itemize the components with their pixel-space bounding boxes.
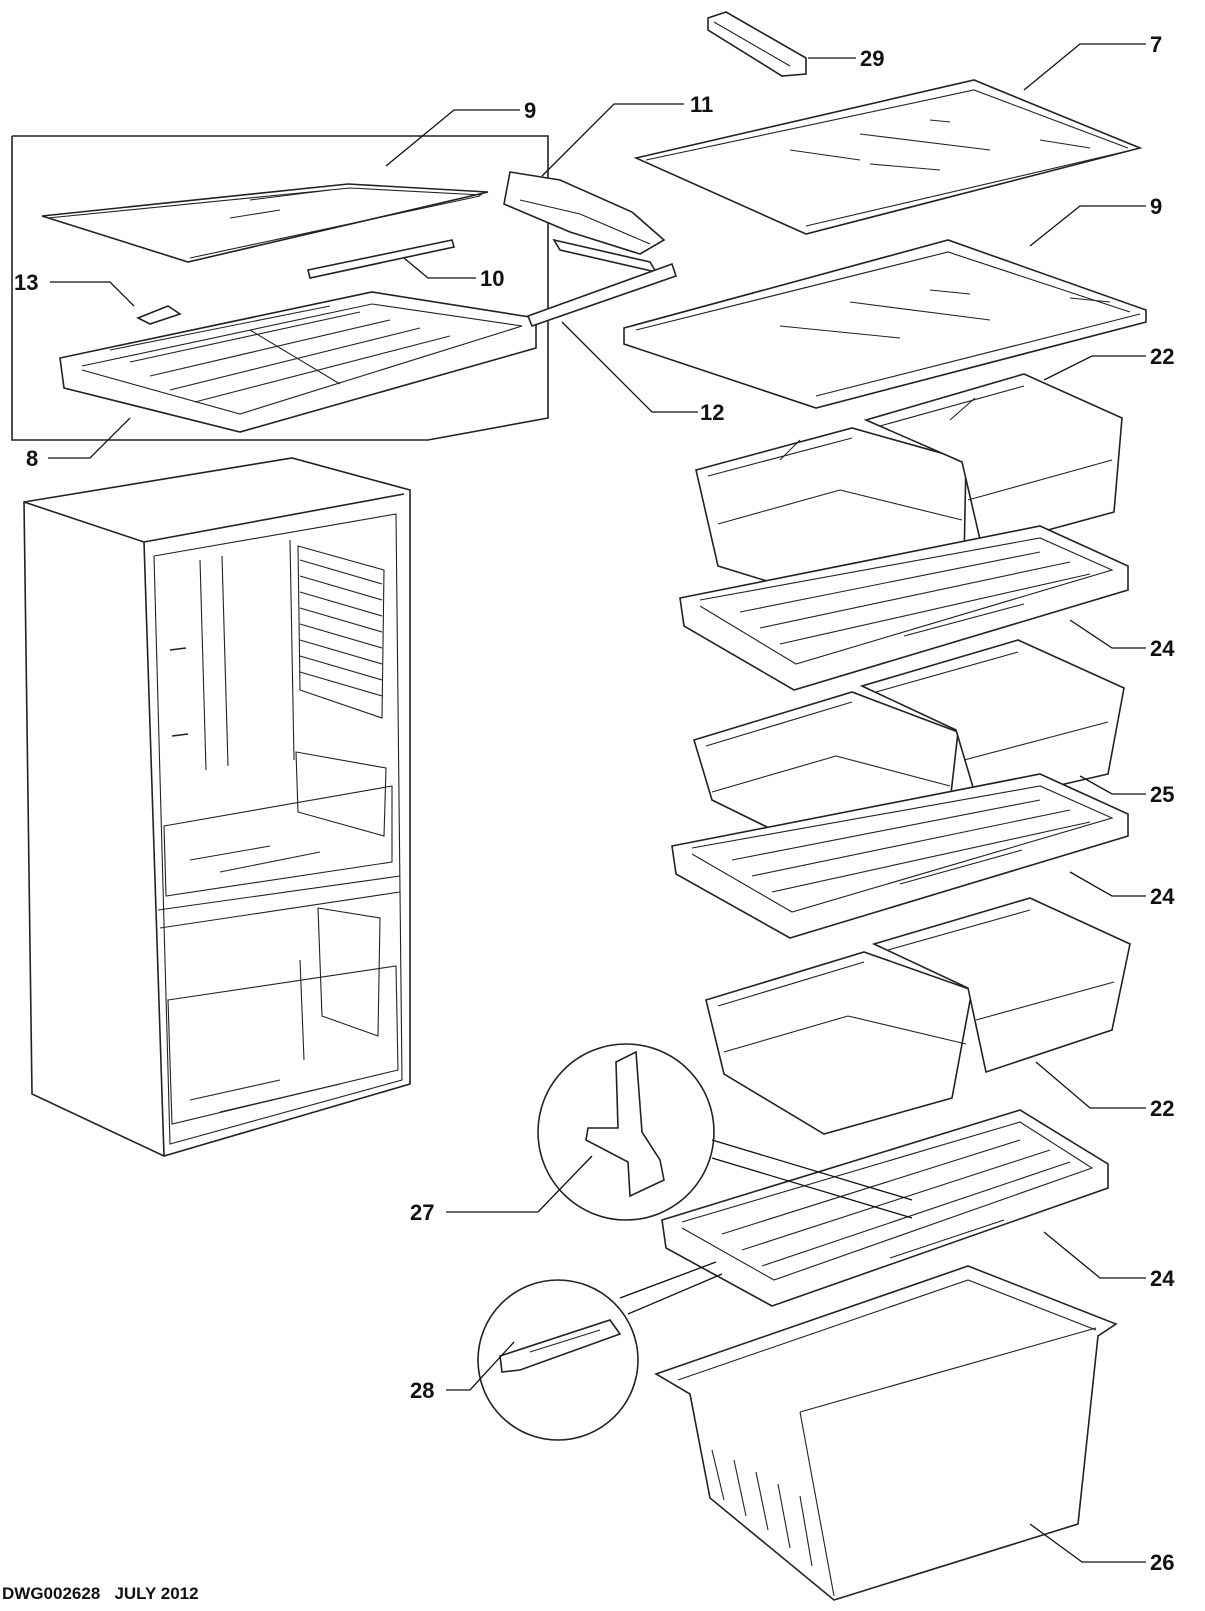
drawing-date: JULY 2012 xyxy=(114,1584,199,1603)
refrigerator-cabinet xyxy=(23,457,411,1157)
callout-labels: 29 7 11 9 9 10 13 12 8 22 24 25 24 22 27… xyxy=(14,32,1175,1575)
handle-29 xyxy=(707,11,807,77)
tray-24-top xyxy=(679,525,1129,691)
callout-24-middle: 24 xyxy=(1150,884,1175,909)
detail-circle-28 xyxy=(477,1261,723,1441)
callout-25: 25 xyxy=(1150,782,1174,807)
callout-7: 7 xyxy=(1150,32,1162,57)
callout-11: 11 xyxy=(690,92,713,117)
trim-strip-10 xyxy=(307,239,456,279)
callout-8: 8 xyxy=(26,446,38,471)
callout-27: 27 xyxy=(410,1200,434,1225)
callout-29: 29 xyxy=(860,46,884,71)
vent-grille xyxy=(297,545,385,719)
callout-22-top: 22 xyxy=(1150,344,1174,369)
callout-13: 13 xyxy=(14,270,38,295)
callout-26: 26 xyxy=(1150,1550,1174,1575)
callout-28: 28 xyxy=(410,1378,434,1403)
drawing-footer: DWG002628 JULY 2012 xyxy=(2,1584,199,1604)
freezer-bin-26 xyxy=(654,1265,1118,1601)
callout-22-lower: 22 xyxy=(1150,1096,1174,1121)
callout-9-left: 9 xyxy=(524,98,536,123)
shelf-kit-group xyxy=(11,135,549,441)
detail-circle-27 xyxy=(537,1043,913,1221)
glass-shelf-7 xyxy=(633,79,1143,235)
callout-9-right: 9 xyxy=(1150,194,1162,219)
glass-shelf-9-left xyxy=(41,183,489,263)
callout-24-top: 24 xyxy=(1150,636,1175,661)
callout-12: 12 xyxy=(700,400,724,425)
crisper-cover-8 xyxy=(59,291,537,433)
glass-shelf-9-right xyxy=(623,239,1147,409)
leader-lines xyxy=(48,43,1146,1563)
callout-10: 10 xyxy=(480,266,504,291)
clip-13 xyxy=(136,305,182,325)
drawing-number: DWG002628 xyxy=(2,1584,101,1603)
tray-24-middle xyxy=(671,773,1129,939)
crisper-drawers-22-lower xyxy=(705,897,1131,1135)
rail-assembly-11-12 xyxy=(503,171,678,328)
tray-24-bottom xyxy=(661,1109,1109,1307)
callout-24-bottom: 24 xyxy=(1150,1266,1175,1291)
